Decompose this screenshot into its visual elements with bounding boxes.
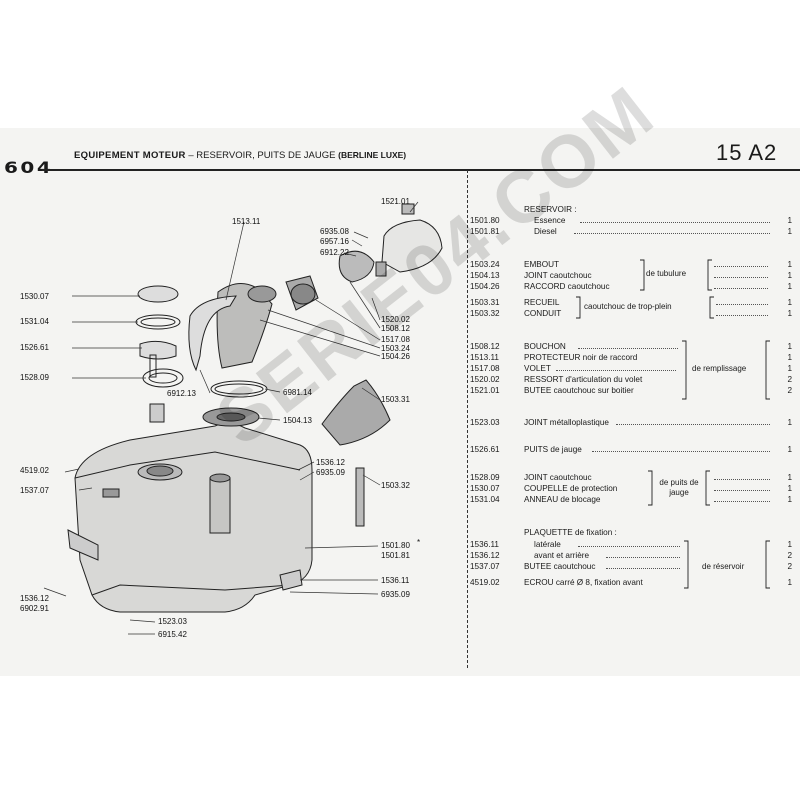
callout-1536-11: 1536.11 [381, 576, 410, 585]
parts-row: 1513.11 PROTECTEUR noir de raccord 1 [470, 353, 792, 362]
parts-row: 1517.08 VOLET 1 [470, 364, 792, 373]
title-dash: – [188, 150, 194, 161]
callout-6912-22: 6912.22 [320, 248, 349, 257]
callout-1501-80: 1501.80 [381, 541, 410, 550]
parts-row: 1530.07 COUPELLE de protection 1 [470, 484, 792, 493]
callout-1528-09: 1528.09 [20, 373, 49, 382]
callout-1521-01: 1521.01 [381, 197, 410, 206]
parts-row: 1501.80 Essence 1 [470, 216, 792, 225]
callout-1530-07: 1530.07 [20, 292, 49, 301]
parts-row: 1531.04 ANNEAU de blocage 1 [470, 495, 792, 504]
callout-1536-12-b: 1536.12 [20, 594, 49, 603]
parts-row: 1536.12 avant et arrière 2 [470, 551, 792, 560]
callout-1504-13: 1504.13 [283, 416, 312, 425]
callout-1503-24: 1503.24 [381, 344, 410, 353]
callout-1513-11: 1513.11 [232, 217, 261, 226]
callout-6935-09-b: 6935.09 [381, 590, 410, 599]
page-title: EQUIPEMENT MOTEUR – RESERVOIR, PUITS DE … [74, 150, 406, 161]
section-plaquette: PLAQUETTE de fixation : [524, 528, 617, 537]
callout-1501-81: 1501.81 [381, 551, 410, 560]
callout-1523-03: 1523.03 [158, 617, 187, 626]
callout-1503-32: 1503.32 [381, 481, 410, 490]
list-braces [576, 259, 770, 589]
group-label-reservoir: de réservoir [702, 562, 745, 571]
callout-1503-31: 1503.31 [381, 395, 410, 404]
parts-row: 1536.11 latérale 1 [470, 540, 792, 549]
callout-6957-16: 6957.16 [320, 237, 349, 246]
parts-row: 1503.24 EMBOUT 1 [470, 260, 792, 269]
callout-1517-08: 1517.08 [381, 335, 410, 344]
parts-row: 1537.07 BUTEE caoutchouc 2 [470, 562, 792, 571]
callout-1531-04: 1531.04 [20, 317, 49, 326]
callout-6915-42: 6915.42 [158, 630, 187, 639]
callout-1537-07: 1537.07 [20, 486, 49, 495]
parts-row: 1501.81 Diesel 1 [470, 227, 792, 236]
fuel-tank-drawing [74, 422, 313, 613]
parts-row: 1504.26 RACCORD caoutchouc 1 [470, 282, 792, 291]
section-reservoir: RESERVOIR : [524, 205, 577, 214]
parts-row: 1526.61 PUITS de jauge 1 [470, 445, 792, 454]
page-number: 15 A2 [716, 140, 778, 165]
parts-row: 1503.32 CONDUIT 1 [470, 309, 792, 318]
callout-6902-91: 6902.91 [20, 604, 49, 613]
column-divider [467, 170, 468, 668]
title-sub: RESERVOIR, PUITS DE JAUGE [196, 150, 336, 161]
callout-1526-61: 1526.61 [20, 343, 49, 352]
group-label-remplissage: de remplissage [692, 364, 747, 373]
callout-6912-13: 6912.13 [167, 389, 196, 398]
group-label-puits: de puits de jauge [659, 478, 699, 497]
callout-6981-14: 6981.14 [283, 388, 312, 397]
title-main: EQUIPEMENT MOTEUR [74, 150, 186, 161]
group-label-trop-plein: caoutchouc de trop-plein [584, 302, 672, 311]
header-rule [42, 169, 800, 171]
leader-lines [43, 201, 419, 635]
coupelle-drawing [137, 285, 179, 303]
callout-6935-09: 6935.09 [316, 468, 345, 477]
callout-asterisk: * [417, 538, 421, 547]
callout-4519-02: 4519.02 [20, 466, 49, 475]
parts-row: 1504.13 JOINT caoutchouc 1 [470, 271, 792, 280]
parts-row: 4519.02 ECROU carré Ø 8, fixation avant … [470, 578, 792, 587]
parts-row: 1503.31 RECUEIL 1 [470, 298, 792, 307]
callout-1536-12: 1536.12 [316, 458, 345, 467]
callout-1520-02: 1520.02 [381, 315, 410, 324]
fuel-flap-drawing [381, 219, 443, 273]
brand-logo: 604 [4, 158, 54, 177]
parts-row: 1520.02 RESSORT d'articulation du volet … [470, 375, 792, 384]
callout-1508-12: 1508.12 [381, 324, 410, 333]
group-label-tubulure: de tubulure [646, 269, 687, 278]
parts-row: 1523.03 JOINT métalloplastique 1 [470, 418, 792, 427]
callout-6935-08: 6935.08 [320, 227, 349, 236]
callout-1504-26: 1504.26 [381, 352, 410, 361]
parts-row: 1508.12 BOUCHON 1 [470, 342, 792, 351]
parts-row: 1521.01 BUTEE caoutchouc sur boitier 2 [470, 386, 792, 395]
title-variant: (BERLINE LUXE) [338, 150, 407, 160]
parts-row: 1528.09 JOINT caoutchouc 1 [470, 473, 792, 482]
